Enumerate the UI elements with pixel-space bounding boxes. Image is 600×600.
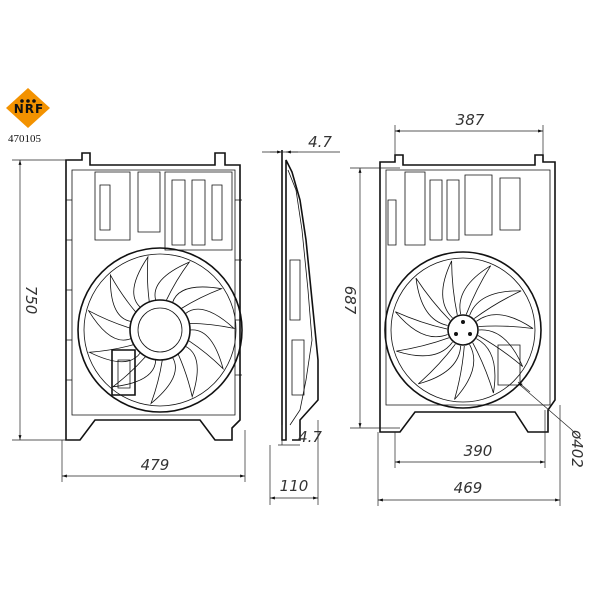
- dimension-fan-diameter: ø402: [517, 381, 586, 468]
- dimension-side-bottom: 4.7: [278, 425, 322, 446]
- dimension-rear-height: 687: [341, 167, 400, 429]
- front-fan-blade: [154, 261, 191, 301]
- front-fan-blade: [177, 345, 198, 399]
- dimension-front-height: 750: [12, 159, 68, 441]
- side-view: [281, 150, 319, 441]
- svg-text:479: 479: [141, 456, 170, 474]
- front-fan-blade: [187, 329, 224, 371]
- svg-text:4.7: 4.7: [308, 133, 332, 151]
- svg-text:390: 390: [464, 442, 493, 460]
- rear-fan-blade: [472, 338, 496, 394]
- rear-fan-blade: [415, 277, 451, 326]
- svg-text:ø402: ø402: [568, 429, 586, 468]
- svg-text:750: 750: [22, 286, 40, 315]
- front-fan-blade: [133, 255, 150, 308]
- svg-text:110: 110: [280, 477, 309, 495]
- front-fan-blade: [109, 273, 137, 322]
- rear-fan-blade: [442, 260, 458, 319]
- front-fan-blade: [87, 309, 132, 341]
- dimension-rear-total-width: 469: [377, 405, 561, 506]
- nrf-logo: NRF: [6, 88, 50, 128]
- dimension-rear-top-width: 387: [394, 111, 544, 160]
- rear-fan-blade: [395, 311, 448, 338]
- dimension-front-width: 479: [61, 430, 246, 482]
- front-view: [65, 152, 243, 441]
- rear-view: [379, 154, 556, 433]
- rear-fan-blade: [454, 344, 475, 400]
- front-fan-blade: [150, 357, 176, 405]
- svg-text:387: 387: [456, 111, 485, 129]
- rear-fan-blade: [418, 343, 462, 385]
- dimension-rear-inner-width: 390: [394, 410, 546, 468]
- rear-fan-blade: [476, 314, 534, 329]
- svg-text:NRF: NRF: [14, 102, 44, 116]
- svg-text:4.7: 4.7: [298, 428, 322, 446]
- part-number: 470105: [8, 133, 42, 145]
- front-fan-blade: [87, 344, 141, 363]
- dimension-side-depth: 110: [269, 420, 319, 505]
- front-fan-blade: [184, 308, 236, 330]
- front-fan-blade: [172, 286, 223, 309]
- dimension-side-top: 4.7: [262, 133, 340, 154]
- rear-fan-blade: [477, 329, 524, 367]
- rear-fan-blade: [469, 290, 522, 319]
- svg-text:687: 687: [341, 286, 359, 315]
- svg-text:469: 469: [454, 479, 483, 497]
- rear-fan-blade: [459, 265, 492, 315]
- rear-fan-blade: [396, 337, 453, 357]
